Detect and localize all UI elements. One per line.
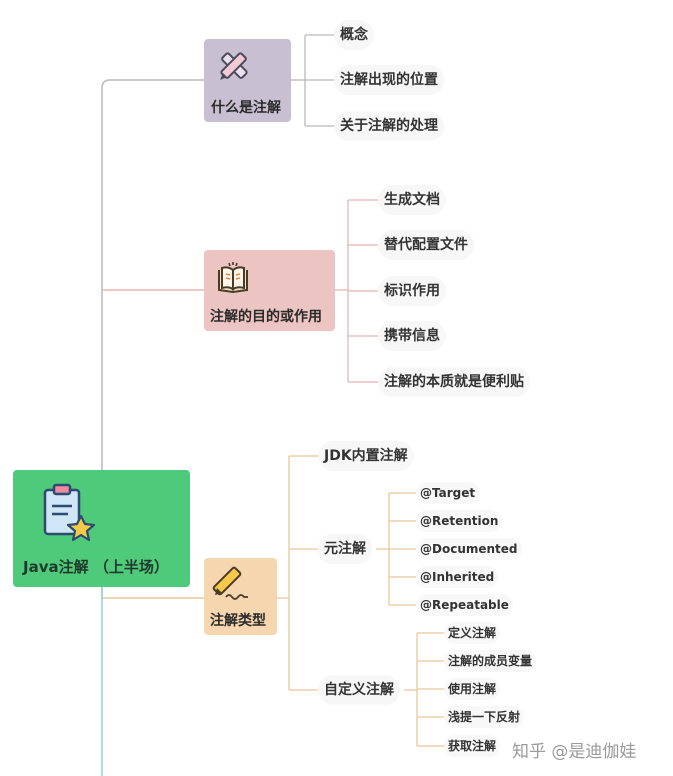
leaf-get-annotation[interactable]: 获取注解 [444,735,501,757]
leaf-target[interactable]: @Target [416,482,480,504]
branch-annotation-types[interactable]: 注解类型 [204,558,277,635]
branch-title: 什么是注解 [211,100,281,116]
trunk-connector-3 [101,587,204,599]
leaf-inherited[interactable]: @Inherited [416,566,499,588]
branch3-connectors [277,455,444,747]
branch-title: 注解类型 [210,613,266,629]
pencil-writing-icon [212,566,248,600]
leaf-replace-config[interactable]: 替代配置文件 [378,230,474,260]
leaf-sticky-note[interactable]: 注解的本质就是便利贴 [378,367,530,397]
leaf-annotation-position[interactable]: 注解出现的位置 [334,65,444,95]
root-node[interactable]: Java注解 （上半场） [13,470,190,587]
leaf-carry-info[interactable]: 携带信息 [378,321,446,351]
leaf-jdk-builtin[interactable]: JDK内置注解 [318,441,414,471]
pencil-ruler-icon [220,52,248,80]
leaf-documented[interactable]: @Documented [416,538,522,560]
branch-title: 注解的目的或作用 [210,309,322,325]
branch1-connectors [291,34,334,127]
clipboard-star-icon [43,483,96,542]
leaf-generate-docs[interactable]: 生成文档 [378,185,446,215]
branch-what-is-annotation[interactable]: 什么是注解 [204,39,291,122]
leaf-use-annotation[interactable]: 使用注解 [444,678,501,700]
leaf-repeatable[interactable]: @Repeatable [416,594,513,616]
leaf-reflection[interactable]: 浅提一下反射 [444,706,525,728]
trunk-connector [101,79,204,470]
watermark-text: 知乎 @是迪伽娃 [512,742,637,762]
leaf-meta-annotation[interactable]: 元注解 [318,534,372,564]
root-title: Java注解 （上半场） [23,558,169,576]
leaf-member-variables[interactable]: 注解的成员变量 [444,650,537,672]
leaf-concept[interactable]: 概念 [334,20,374,50]
branch-purpose[interactable]: 注解的目的或作用 [204,250,335,331]
leaf-annotation-processing[interactable]: 关于注解的处理 [334,111,444,141]
branch2-connectors [335,199,378,383]
open-book-icon [218,262,248,294]
leaf-custom-annotation[interactable]: 自定义注解 [318,675,400,705]
leaf-marker-role[interactable]: 标识作用 [378,276,446,306]
leaf-define-annotation[interactable]: 定义注解 [444,622,501,644]
leaf-retention[interactable]: @Retention [416,510,503,532]
